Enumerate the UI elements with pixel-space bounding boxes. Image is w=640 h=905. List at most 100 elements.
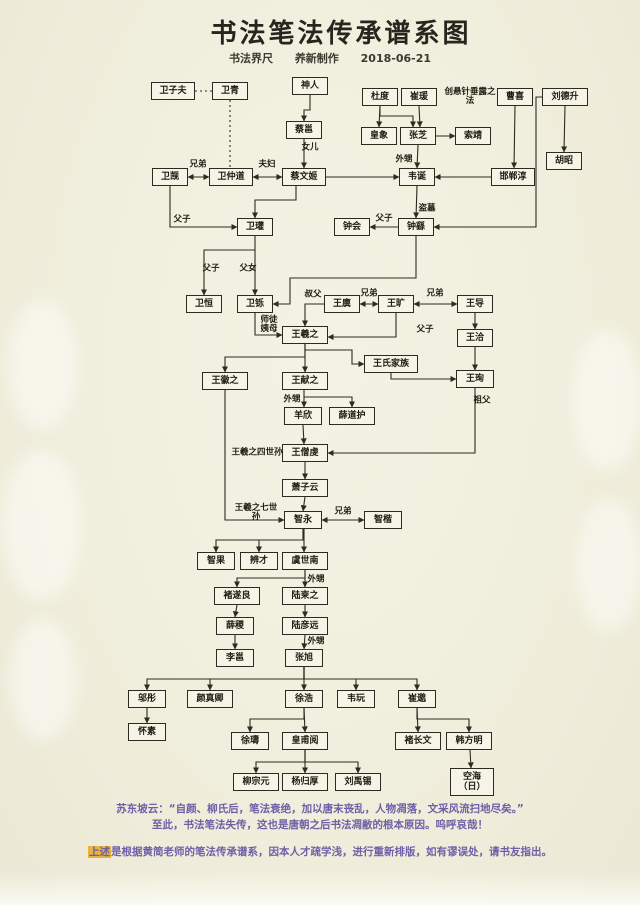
edge-line [232,604,239,618]
node-wangqia: 王洽 [457,329,493,347]
edge-line [413,185,420,219]
node-luyanyuan: 陆彦远 [282,617,328,635]
bottom-fade [0,871,640,905]
edge-line [303,667,421,691]
node-suojing: 索靖 [455,127,491,145]
node-wangdao: 王导 [457,295,493,313]
watermark [576,500,640,630]
node-xiaoziyun: 萧子云 [282,479,328,497]
node-caiwenji: 蔡文姬 [282,168,326,186]
node-weizhongdao: 卫仲道 [209,168,253,186]
edge-label: 叔父 [304,289,322,300]
edge-line [246,708,305,733]
edge-line [300,95,311,122]
node-yushinan: 虞世南 [282,552,328,570]
node-wangxizhi: 王羲之 [282,326,328,344]
node-zhangxu: 张旭 [285,649,323,667]
node-weiwan: 韦玩 [337,690,375,708]
node-dudu: 杜度 [362,88,398,106]
edge-line [252,750,306,774]
node-yanzhenqing: 颜真卿 [187,690,233,708]
edge-label: 父子 [375,213,393,224]
edge-label: 女儿 [301,142,319,153]
node-chuchangwen: 褚长文 [395,732,441,750]
edge-label: 外甥 [283,394,301,405]
node-konghai: 空海 （日） [450,768,494,796]
node-yangxin: 羊欣 [284,407,322,425]
node-wangxun: 王珣 [456,370,494,388]
page-subtitle: 书法界尺 养新制作 2018-06-21 [0,50,640,66]
edge-line [327,388,476,457]
watermark [2,450,82,600]
edge-line [200,249,255,296]
node-shenren: 神人 [292,77,328,95]
node-xuedaohu: 薛道护 [329,407,375,425]
node-hanfangming: 韩方明 [446,732,492,750]
node-huaisu: 怀素 [128,723,166,741]
node-xuhao: 徐浩 [285,690,323,708]
node-lujianzhi: 陆柬之 [282,587,328,605]
node-cuimiao: 崔邈 [398,690,436,708]
node-biancai: 辨才 [240,552,278,570]
quote-line-2: 至此，书法笔法失传，这也是唐朝之后书法凋敝的根本原因。呜呼哀哉！ [152,819,488,831]
edge-label: 兄弟 [426,288,444,299]
edge-label: 父子 [416,324,434,335]
node-wanghuizhi: 王徽之 [202,372,248,390]
edge-line [467,749,474,769]
edge-line [300,424,307,445]
node-huzhao: 胡昭 [546,152,582,170]
edge-line [255,529,304,553]
watermark [572,330,640,470]
node-caiyong: 蔡邕 [286,121,322,139]
remark-text: 是根据黄简老师的笔法传承谱系，因本人才疏学浅，进行重新排版，如有谬误处，请书友指… [111,846,552,858]
node-weiguan: 卫瓘 [237,218,273,236]
edge-line [224,390,285,524]
credit-maker: 养新制作 [294,52,339,65]
edge-line [414,144,421,169]
edge-line [327,313,397,341]
node-weizifu: 卫子夫 [151,82,195,100]
node-wangsengqian: 王僧虔 [282,444,328,462]
node-xushu: 徐璹 [231,732,269,750]
node-liudesheng: 刘德升 [542,88,588,106]
edge-line [221,344,306,373]
node-wutong: 邬彤 [128,690,166,708]
quote-line-1: 苏东坡云：“自颜、柳氏后，笔法衰绝，加以唐末丧乱，人物凋落，文采风流扫地尽矣。” [116,803,524,815]
node-wangshijiazu: 王氏家族 [364,355,418,373]
edge-label: 兄弟 [334,506,352,517]
edge-line [272,236,417,308]
edge-label: 盗墓 [418,203,436,214]
node-weiji: 卫觊 [152,168,188,186]
edge-label: 外甥 [395,154,413,165]
edge-label: 王羲之四世孙 [231,447,283,458]
node-wangyi: 王廙 [324,295,360,313]
edge-line [254,313,283,339]
edge-line [301,634,308,650]
edge-label: 兄弟 [360,288,378,299]
edge-line [251,186,297,219]
node-yangguihou: 杨归厚 [282,773,328,791]
edge-label: 祖父 [473,395,491,406]
edge-line [301,303,324,327]
node-xueji: 薛稷 [216,617,254,635]
edge-line [416,105,423,128]
node-weiqing: 卫青 [212,82,248,100]
node-caoxi: 曹喜 [497,88,533,106]
node-zhongyao: 钟繇 [398,218,434,236]
edge-line [511,105,518,169]
node-wangxianzhi: 王献之 [282,372,328,390]
edge-line [561,105,568,153]
author-remark: 上述是根据黄简老师的笔法传承谱系，因本人才疏学浅，进行重新排版，如有谬误处，请书… [40,844,600,860]
edge-label: 父子 [173,214,191,225]
node-zhangzhi: 张芝 [400,127,436,145]
watermark [10,620,76,740]
edge-label: 创悬针垂露之 法 [444,87,496,106]
edge-label: 父女 [239,263,257,274]
node-zhiguo: 智果 [197,552,235,570]
edge-label: 兄弟 [189,159,207,170]
node-chusuiliang: 褚遂良 [214,587,260,605]
node-weiheng: 卫恒 [186,295,222,313]
